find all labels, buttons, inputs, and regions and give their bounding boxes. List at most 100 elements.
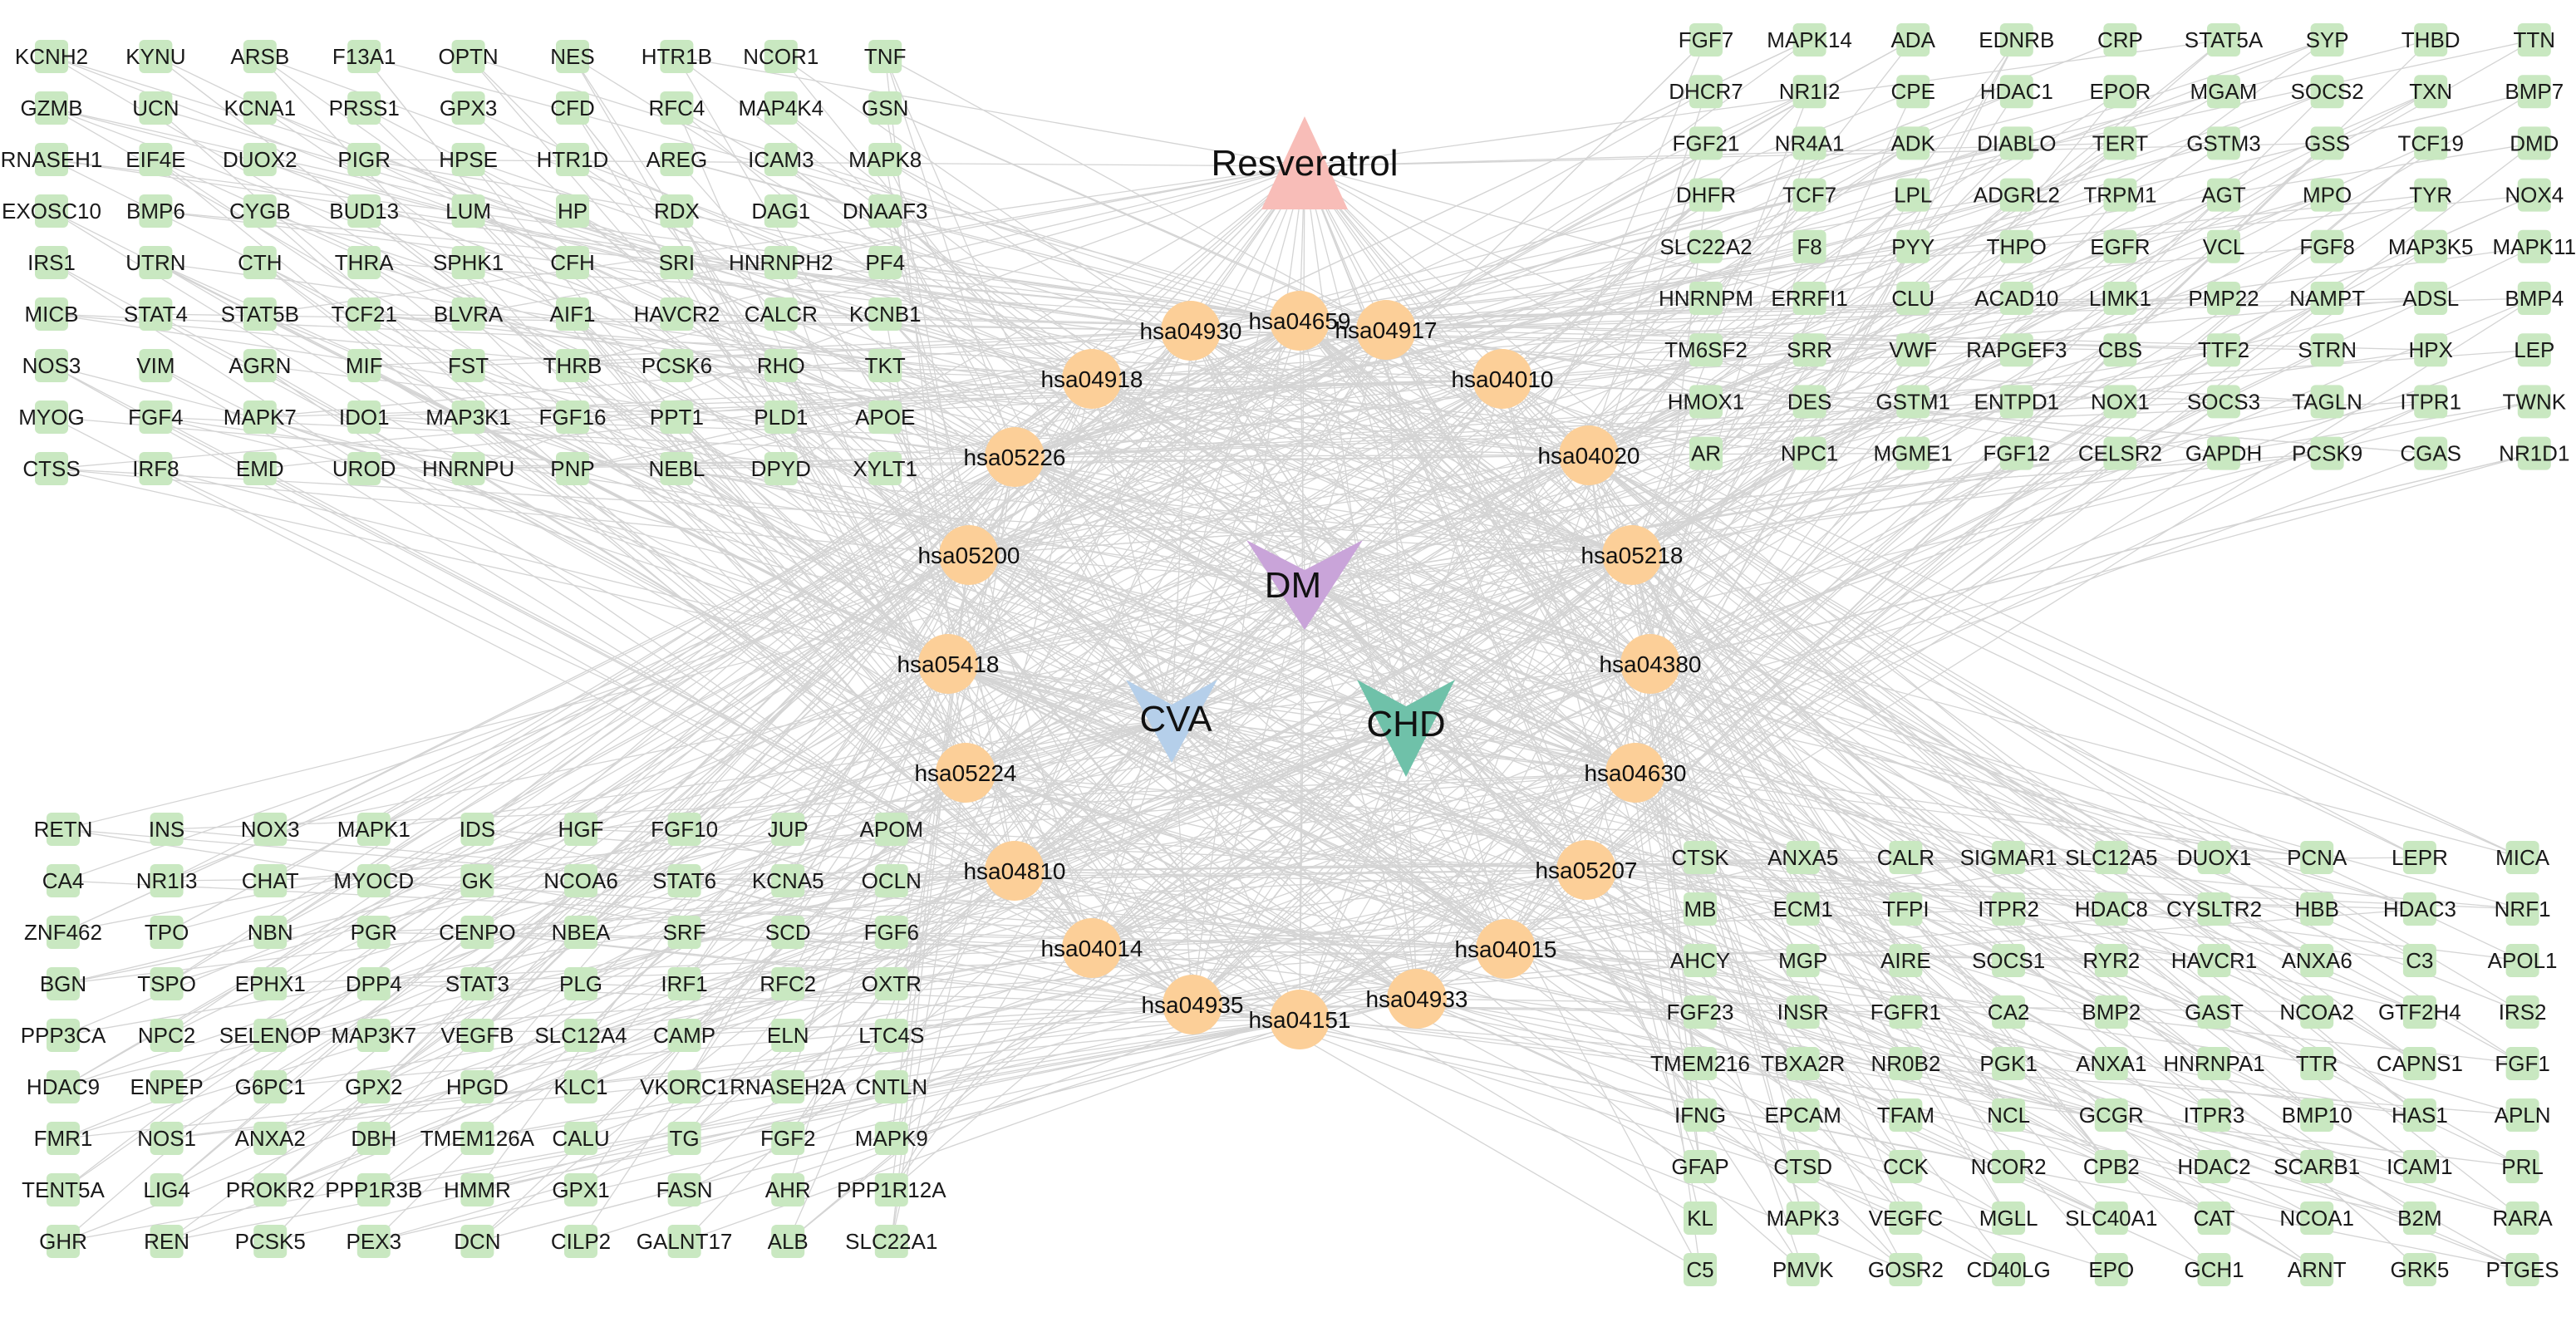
gene-node: ADSL: [2402, 282, 2459, 315]
gene-node: SELENOP: [219, 1019, 322, 1052]
gene-label: GPX3: [440, 96, 497, 120]
network-edge: [1171, 718, 2009, 1219]
gene-node: GAPDH: [2185, 436, 2262, 470]
gene-label: IRF8: [132, 456, 179, 481]
gene-label: MAPK14: [1767, 27, 1852, 52]
network-edge: [1091, 401, 2431, 949]
network-edge: [1299, 581, 1305, 1020]
gene-label: BMP6: [126, 199, 185, 224]
gene-label: HDAC9: [27, 1074, 100, 1099]
network-edge: [684, 378, 1503, 1242]
gene-node: IFNG: [1674, 1098, 1726, 1132]
pathway-label: hsa05226: [963, 445, 1065, 470]
network-edge: [572, 365, 966, 774]
network-edge: [1299, 194, 2431, 322]
gene-label: AIRE: [1880, 948, 1931, 973]
gene-node-box: [564, 864, 597, 897]
gene-node-box: [2197, 1202, 2231, 1235]
gene-label: CFH: [550, 250, 594, 275]
gene-node: SCD: [765, 916, 811, 949]
gene-node-box: [243, 246, 277, 279]
gene-node-box: [1786, 1098, 1820, 1132]
gene-label: G6PC1: [235, 1074, 306, 1099]
gene-label: TG: [670, 1126, 700, 1151]
gene-node: VWF: [1889, 333, 1937, 367]
gene-label: NPC2: [138, 1023, 195, 1048]
gene-label: INSR: [1777, 1000, 1829, 1025]
gene-label: TENT5A: [22, 1177, 105, 1202]
network-edge: [270, 947, 1093, 985]
gene-label: KCNA1: [224, 96, 296, 120]
gene-node-box: [451, 91, 485, 125]
gene-node-box: [556, 91, 589, 125]
gene-label: TM6SF2: [1664, 337, 1748, 362]
pathway-node: hsa04810: [963, 841, 1066, 901]
gene-node: CLU: [1891, 282, 1934, 315]
gene-label: EPHX1: [235, 971, 306, 996]
gene-label: APOM: [860, 817, 924, 842]
network-edge: [1304, 455, 1590, 582]
gene-label: KCNB1: [849, 302, 922, 327]
gene-node-box: [2310, 23, 2344, 57]
gene-node-box: [2505, 1150, 2539, 1183]
gene-node: HDAC2: [2177, 1150, 2251, 1183]
gene-label: MGP: [1778, 948, 1827, 973]
network-edge: [1299, 722, 1407, 1020]
network-edge: [1635, 772, 1804, 1270]
network-edge: [947, 663, 1906, 1116]
gene-label: SYP: [2306, 27, 2349, 52]
gene-node: GHR: [39, 1225, 87, 1258]
gene-label: LUM: [445, 199, 491, 224]
gene-node-box: [356, 813, 391, 846]
gene-node: GRK5: [2390, 1253, 2449, 1286]
network-edge: [947, 663, 2523, 1270]
network-edge: [364, 378, 1093, 418]
gene-label: IDO1: [339, 405, 390, 430]
gene-node-box: [47, 967, 80, 1000]
network-edge: [1171, 320, 1300, 720]
gene-label: THRB: [543, 353, 602, 378]
gene-label: DNAAF3: [843, 199, 928, 224]
gene-node-box: [243, 297, 277, 331]
gene-label: IRS1: [27, 250, 76, 275]
gene-node-box: [660, 246, 694, 279]
gene-label: LIG4: [143, 1177, 189, 1202]
gene-label: HNRNPA1: [2163, 1051, 2264, 1076]
gene-label: AGT: [2201, 183, 2246, 208]
gene-node-box: [2310, 436, 2344, 470]
gene-node-box: [1786, 1253, 1820, 1286]
network-edge: [1091, 165, 1305, 949]
gene-label: DIABLO: [1977, 130, 2056, 155]
gene-label: FGF4: [128, 405, 183, 430]
gene-node-box: [451, 452, 485, 485]
gene-label: LTC4S: [858, 1023, 924, 1048]
gene-label: TYR: [2409, 183, 2452, 208]
gene-node: HTR1B: [642, 40, 712, 73]
gene-node-box: [150, 1225, 184, 1258]
network-edge: [166, 456, 1015, 1036]
gene-node: CPE: [1890, 75, 1935, 109]
network-edge: [373, 330, 1192, 1088]
gene-node: PPP1R12A: [837, 1173, 946, 1206]
gene-node: F8: [1792, 229, 1826, 263]
gene-node: SLC12A4: [534, 1019, 627, 1052]
network-edge: [1014, 857, 2420, 872]
gene-node-box: [150, 864, 184, 897]
network-edge: [1014, 401, 2017, 458]
gene-node-box: [2402, 1098, 2436, 1132]
gene-node-box: [1689, 282, 1723, 315]
gene-label: NOX3: [241, 817, 300, 842]
gene-node-box: [253, 967, 288, 1000]
gene-node-box: [2197, 1150, 2231, 1183]
gene-node-box: [347, 297, 381, 331]
network-edge: [1014, 456, 2421, 1167]
gene-label: HTR1D: [537, 147, 609, 172]
gene-node-box: [243, 40, 277, 73]
gene-node: TRPM1: [2083, 178, 2156, 212]
gene-label: CAT: [2193, 1206, 2234, 1231]
gene-node-box: [243, 91, 277, 125]
gene-node-box: [667, 1070, 701, 1103]
gene-node-box: [2207, 75, 2240, 109]
gene-label: DMD: [2510, 130, 2559, 155]
gene-node-box: [874, 1070, 908, 1103]
